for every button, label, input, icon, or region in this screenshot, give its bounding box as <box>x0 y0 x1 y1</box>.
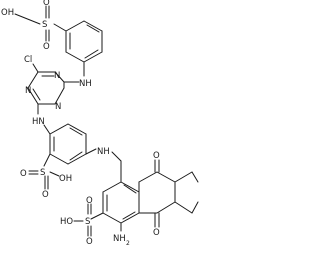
label-nh2-subscript: 2 <box>126 240 130 247</box>
triazine-ring: N N N <box>25 71 65 112</box>
label-o-top: O <box>153 151 160 161</box>
label-hn-mid: HN <box>32 117 45 127</box>
carbonyl-bottom: O <box>153 212 160 238</box>
label-so3h-top-o2: O <box>43 42 50 52</box>
label-nh-top: NH <box>79 79 92 89</box>
label-o-bottom: O <box>153 228 160 238</box>
chemical-structure-diagram: OH S O O NH N N N Cl HN <box>1 0 199 247</box>
label-triazine-n1: N <box>54 71 60 81</box>
label-nh-right: NH <box>97 147 110 157</box>
label-triazine-n3: N <box>55 102 61 112</box>
amino-group: NH 2 <box>113 222 130 247</box>
top-benzene-ring <box>65 20 103 63</box>
label-so3h-mid-oh: OH <box>59 174 72 184</box>
label-so3h-bottom-o-top: O <box>86 196 93 206</box>
label-cl: Cl <box>24 55 32 65</box>
anthraquinone-middle-ring <box>138 171 176 214</box>
carbonyl-top: O <box>153 151 160 173</box>
chloro-substituent: Cl <box>24 55 39 73</box>
label-so3h-bottom-ho: HO <box>60 217 73 227</box>
label-so3h-bottom-o-bottom: O <box>86 237 93 247</box>
label-so3h-mid-s: S <box>40 168 45 178</box>
middle-sulfonic-group: S O O OH <box>20 153 72 200</box>
right-nh-linker: NH <box>85 147 122 162</box>
anthraquinone-right-ring <box>174 171 199 214</box>
label-triazine-n2: N <box>25 86 31 96</box>
label-so3h-top-o1: O <box>43 0 50 8</box>
middle-benzene-ring <box>49 123 87 165</box>
label-so3h-bottom-s: S <box>85 217 90 227</box>
middle-nh-linker: HN <box>32 103 51 135</box>
label-so3h-mid-o-left: O <box>20 169 27 179</box>
anthraquinone-left-ring <box>102 160 140 224</box>
label-so3h-top-oh: OH <box>1 8 14 18</box>
label-so3h-mid-o-bottom: O <box>42 190 49 200</box>
top-sulfonic-group: OH S O O <box>1 0 67 52</box>
bottom-sulfonic-group: S O O HO <box>60 196 104 247</box>
label-so3h-top-s: S <box>42 20 47 30</box>
label-nh2: NH <box>113 234 126 244</box>
top-nh-linker: NH <box>63 61 92 89</box>
